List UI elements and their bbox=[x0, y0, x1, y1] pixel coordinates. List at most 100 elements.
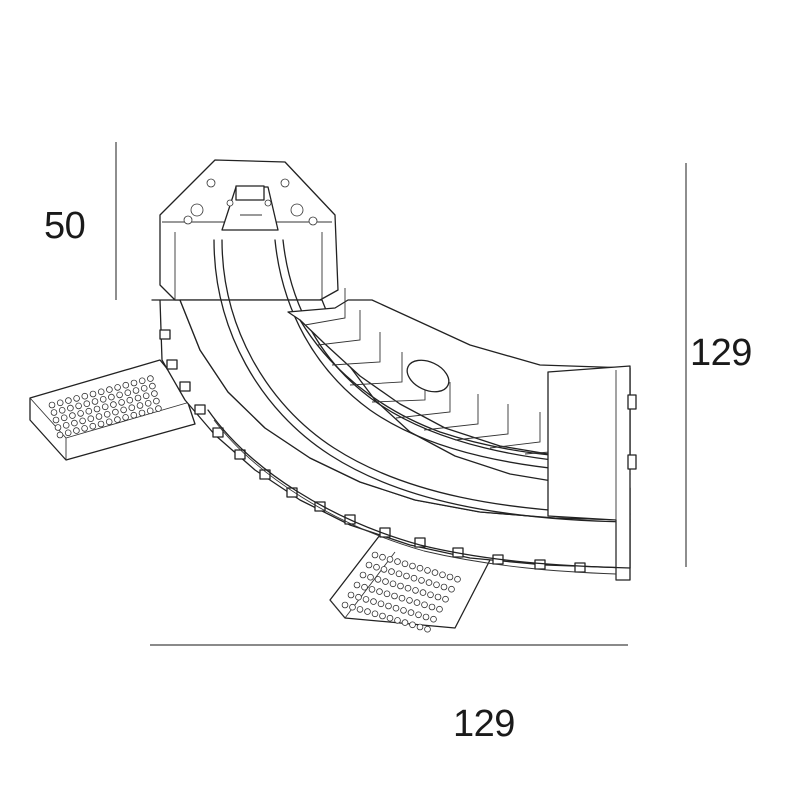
grid-hole bbox=[401, 619, 409, 626]
grid-hole bbox=[394, 558, 401, 565]
grid-hole bbox=[392, 604, 400, 612]
grid-hole bbox=[359, 571, 367, 579]
grid-hole bbox=[75, 402, 82, 410]
wall-rib bbox=[259, 469, 271, 480]
grid-hole bbox=[56, 399, 64, 407]
grid-hole bbox=[132, 387, 140, 394]
grid-hole bbox=[118, 399, 125, 406]
grid-hole bbox=[130, 379, 138, 387]
left-mounting-flange bbox=[29, 359, 196, 461]
grid-hole bbox=[134, 394, 142, 402]
grid-hole bbox=[130, 411, 138, 419]
grid-hole bbox=[434, 593, 442, 601]
grid-hole bbox=[407, 609, 415, 616]
grid-hole bbox=[144, 399, 152, 407]
bottom-flange-holes bbox=[341, 551, 461, 633]
grid-hole bbox=[454, 575, 461, 583]
grid-hole bbox=[153, 397, 160, 405]
grid-hole bbox=[386, 614, 394, 622]
width-dimension-label: 129 bbox=[453, 703, 515, 745]
bottom-mounting-flange bbox=[329, 534, 491, 633]
grid-hole bbox=[64, 429, 72, 437]
grid-hole bbox=[425, 579, 433, 586]
grid-hole bbox=[56, 431, 64, 439]
grid-hole bbox=[424, 567, 431, 574]
grid-hole bbox=[436, 605, 443, 613]
grid-hole bbox=[124, 389, 132, 397]
wall-rib bbox=[212, 427, 224, 438]
grid-hole bbox=[77, 410, 84, 417]
grid-hole bbox=[421, 601, 428, 609]
grid-hole bbox=[356, 606, 364, 613]
grid-hole bbox=[379, 553, 386, 561]
grid-hole bbox=[60, 414, 68, 422]
grid-hole bbox=[140, 384, 148, 392]
grid-hole bbox=[146, 407, 154, 415]
grid-hole bbox=[413, 599, 421, 606]
grid-hole bbox=[138, 377, 146, 385]
grid-hole bbox=[73, 427, 80, 434]
grid-hole bbox=[431, 569, 439, 576]
grid-hole bbox=[404, 584, 412, 592]
grid-hole bbox=[374, 576, 382, 583]
grid-hole bbox=[136, 402, 144, 409]
wall-rib bbox=[414, 537, 426, 548]
grid-hole bbox=[409, 562, 416, 570]
grid-hole bbox=[370, 598, 377, 605]
grid-hole bbox=[446, 573, 454, 581]
grid-hole bbox=[128, 404, 136, 412]
grid-hole bbox=[122, 414, 129, 421]
grid-hole bbox=[62, 421, 70, 429]
grid-hole bbox=[116, 391, 123, 399]
grid-hole bbox=[50, 409, 58, 416]
grid-hole bbox=[347, 591, 355, 599]
grid-hole bbox=[106, 386, 113, 393]
grid-hole bbox=[67, 404, 74, 412]
grid-hole bbox=[383, 590, 391, 598]
grid-hole bbox=[155, 405, 162, 412]
grid-hole bbox=[373, 563, 380, 571]
grid-hole bbox=[364, 608, 371, 615]
compartment-divider bbox=[395, 382, 451, 419]
grid-hole bbox=[379, 612, 386, 620]
grid-hole bbox=[422, 613, 430, 621]
grid-hole bbox=[69, 412, 76, 419]
grid-hole bbox=[430, 615, 437, 623]
grid-hole bbox=[353, 581, 361, 589]
compartment-divider bbox=[304, 288, 346, 326]
grid-hole bbox=[377, 600, 385, 608]
grid-hole bbox=[89, 390, 97, 398]
compartment-divider bbox=[317, 310, 361, 346]
grid-hole bbox=[419, 589, 427, 596]
grid-hole bbox=[400, 607, 407, 614]
grid-hole bbox=[122, 381, 130, 389]
grid-hole bbox=[138, 409, 146, 417]
grid-hole bbox=[368, 586, 376, 593]
grid-hole bbox=[52, 416, 60, 424]
grid-hole bbox=[424, 625, 431, 633]
grid-hole bbox=[382, 578, 389, 585]
grid-hole bbox=[341, 601, 349, 609]
grid-hole bbox=[114, 384, 121, 391]
grid-hole bbox=[99, 395, 107, 403]
grid-hole bbox=[401, 560, 409, 568]
grid-hole bbox=[97, 388, 105, 396]
grid-hole bbox=[142, 392, 150, 400]
grid-hole bbox=[361, 583, 368, 591]
cable-slot bbox=[406, 359, 450, 393]
grid-hole bbox=[355, 593, 362, 601]
grid-hole bbox=[83, 400, 91, 408]
grid-hole bbox=[440, 583, 448, 591]
grid-hole bbox=[362, 596, 370, 603]
grid-hole bbox=[418, 577, 425, 584]
wall-rib bbox=[314, 501, 326, 512]
grid-hole bbox=[365, 561, 373, 569]
end-cap bbox=[159, 159, 339, 301]
grid-hole bbox=[442, 595, 449, 603]
grid-hole bbox=[412, 587, 419, 594]
grid-hole bbox=[395, 570, 403, 578]
grid-hole bbox=[433, 581, 440, 589]
grid-hole bbox=[114, 416, 121, 423]
grid-hole bbox=[403, 572, 410, 580]
grid-hole bbox=[439, 571, 446, 579]
